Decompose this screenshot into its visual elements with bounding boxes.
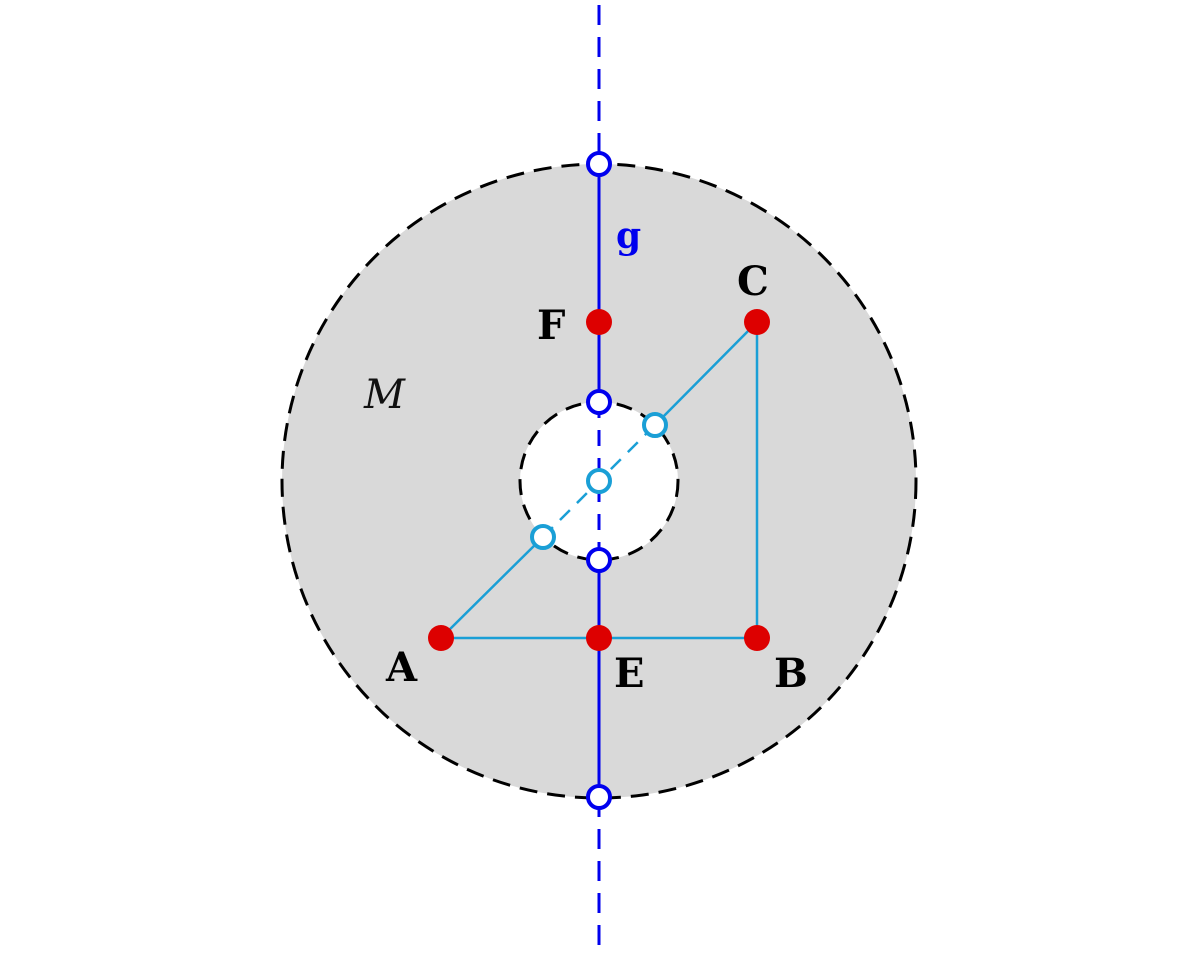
line-label-g: g	[616, 215, 641, 257]
label-e: E	[614, 650, 645, 697]
label-c: C	[737, 258, 769, 305]
segment-ac-upper	[654, 321, 758, 426]
open-point-g-top	[586, 151, 612, 177]
point-c	[744, 309, 770, 335]
point-b	[744, 625, 770, 651]
open-point-ac-lower	[530, 524, 556, 550]
open-point-ac-upper	[642, 412, 668, 438]
label-a: A	[385, 644, 418, 691]
set-label-m: M	[363, 372, 406, 418]
open-point-g-hole-bottom	[586, 547, 612, 573]
point-e	[586, 625, 612, 651]
open-point-g-bottom	[586, 784, 612, 810]
open-point-g-hole-top	[586, 389, 612, 415]
label-f: F	[537, 302, 565, 349]
point-a	[428, 625, 454, 651]
point-f	[586, 309, 612, 335]
segment-ac-lower	[440, 536, 544, 639]
open-point-ac-center	[586, 468, 612, 494]
label-b: B	[774, 650, 808, 697]
